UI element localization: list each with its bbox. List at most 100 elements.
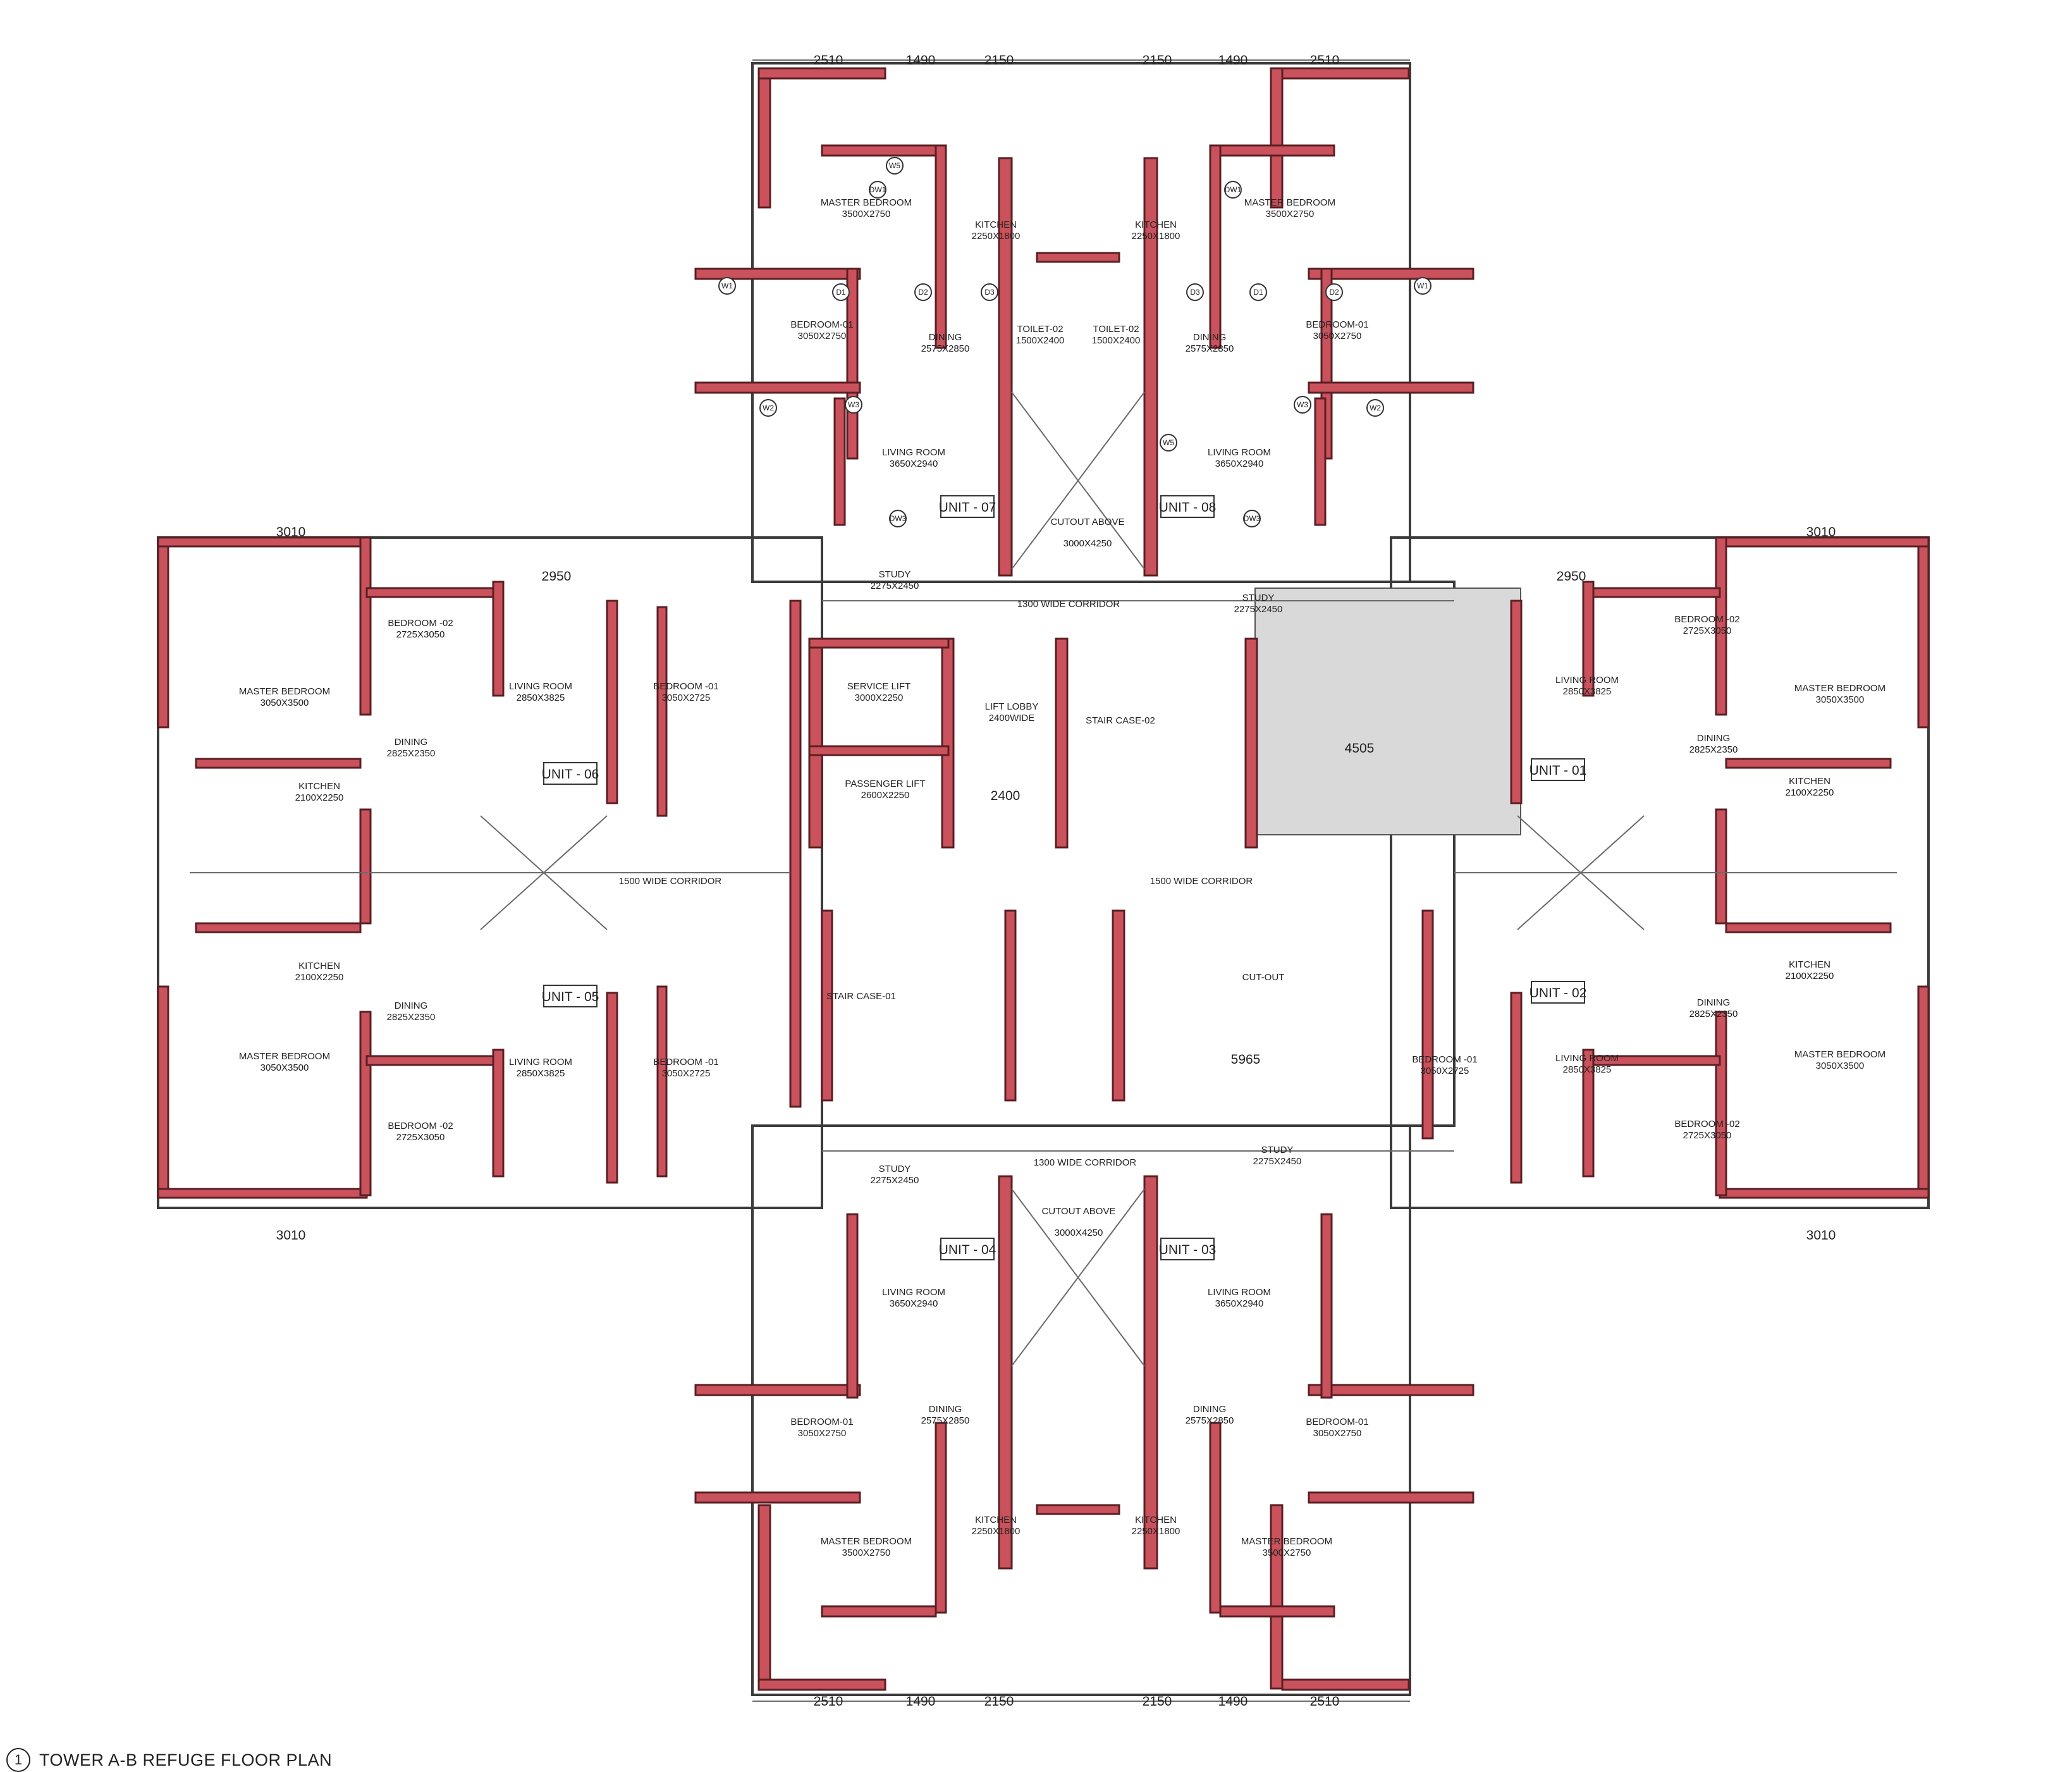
dim-east-bot: 3010 bbox=[1806, 1228, 1836, 1243]
dim-bot-3: 2150 bbox=[984, 1694, 1014, 1709]
room-u5-kitchen: KITCHEN bbox=[298, 961, 340, 971]
room-u1-living: LIVING ROOM bbox=[1555, 675, 1619, 686]
room-u3-master-size: 3500X2750 bbox=[1263, 1547, 1311, 1558]
door-tag-label: W3 bbox=[848, 400, 859, 409]
door-tag-circle bbox=[914, 283, 932, 301]
room-u7-study: STUDY bbox=[879, 569, 911, 580]
unit-tag-01: UNIT - 01 bbox=[1529, 763, 1587, 778]
room-u4-kitchen-size: 2250X1800 bbox=[972, 1526, 1021, 1537]
room-u7-kitchen-size: 2250X1800 bbox=[972, 231, 1021, 242]
dim-bot-6: 2510 bbox=[1310, 1694, 1340, 1709]
room-u6-kitchen: KITCHEN bbox=[298, 781, 340, 792]
room-u6-dining: DINING bbox=[395, 737, 428, 748]
door-tag-circle bbox=[845, 396, 862, 414]
room-u3-master: MASTER BEDROOM bbox=[1241, 1536, 1332, 1547]
door-tag-label: D2 bbox=[1329, 288, 1339, 297]
room-u8-bed1-size: 3050X2750 bbox=[1313, 331, 1362, 341]
door-tag-circle bbox=[1294, 396, 1311, 414]
room-u2-living: LIVING ROOM bbox=[1555, 1053, 1619, 1064]
door-tag-label: D1 bbox=[836, 288, 846, 297]
room-u7-living: LIVING ROOM bbox=[882, 447, 945, 458]
room-u2-bed2: BEDROOM -02 bbox=[1674, 1119, 1739, 1129]
room-u1-master-size: 3050X3500 bbox=[1816, 694, 1865, 705]
door-tag-label: DW3 bbox=[890, 514, 907, 523]
room-u5-bed1-size: 3050X2725 bbox=[662, 1068, 711, 1079]
caption-title: TOWER A-B REFUGE FLOOR PLAN bbox=[39, 1750, 333, 1769]
unit-tag-03: UNIT - 03 bbox=[1159, 1243, 1217, 1257]
room-u5-bed2: BEDROOM -02 bbox=[388, 1121, 453, 1131]
room-u2-bed1-size: 3050X2725 bbox=[1421, 1066, 1469, 1076]
walls bbox=[157, 67, 1930, 1691]
room-passenger-lift: PASSENGER LIFT bbox=[845, 778, 925, 789]
door-tag-label: D1 bbox=[1253, 288, 1263, 297]
room-u3-bed1-size: 3050X2750 bbox=[1313, 1428, 1362, 1439]
unit-tag-08-box bbox=[1160, 495, 1215, 518]
room-u4-study: STUDY bbox=[879, 1164, 911, 1174]
room-u7-living-size: 3650X2940 bbox=[890, 458, 938, 469]
door-tag-circle bbox=[1249, 283, 1267, 301]
dim-lobby: 2400 bbox=[991, 789, 1021, 803]
room-u3-living-size: 3650X2940 bbox=[1215, 1298, 1264, 1309]
refuge-area-hatch bbox=[1254, 588, 1521, 835]
room-u3-living: LIVING ROOM bbox=[1208, 1287, 1271, 1298]
room-toilet02-b-size: 1500X2400 bbox=[1092, 335, 1141, 346]
room-u6-bed1: BEDROOM -01 bbox=[653, 681, 718, 692]
room-u2-dining: DINING bbox=[1697, 997, 1731, 1008]
room-u3-dining-size: 2575X2850 bbox=[1186, 1415, 1234, 1426]
door-tag-label: DW1 bbox=[1225, 185, 1242, 194]
room-u8-bed1: BEDROOM-01 bbox=[1306, 319, 1368, 330]
room-u7-kitchen: KITCHEN bbox=[975, 219, 1017, 230]
door-tag-label: W1 bbox=[1417, 281, 1428, 290]
room-u2-kitchen-size: 2100X2250 bbox=[1786, 971, 1834, 981]
room-u8-kitchen-size: 2250X1800 bbox=[1132, 231, 1180, 242]
interior-lines bbox=[190, 391, 1897, 1367]
unit-tag-01-box bbox=[1531, 758, 1585, 781]
corridor-south: 1300 WIDE CORRIDOR bbox=[1034, 1157, 1137, 1168]
room-u1-dining-size: 2825X2350 bbox=[1689, 744, 1738, 755]
room-passenger-lift-size: 2600X2250 bbox=[861, 790, 910, 801]
room-u7-bed1: BEDROOM-01 bbox=[790, 319, 853, 330]
room-u1-master: MASTER BEDROOM bbox=[1794, 683, 1885, 694]
room-u8-study: STUDY bbox=[1242, 593, 1275, 603]
room-u2-bed1: BEDROOM -01 bbox=[1412, 1054, 1477, 1065]
door-tag-label: W5 bbox=[889, 161, 900, 170]
dim-top-4: 2150 bbox=[1143, 53, 1172, 68]
room-u4-study-size: 2275X2450 bbox=[871, 1175, 919, 1186]
door-tag-circle bbox=[1325, 283, 1343, 301]
room-u5-dining-size: 2825X2350 bbox=[387, 1012, 436, 1023]
room-u2-master-size: 3050X3500 bbox=[1816, 1061, 1865, 1071]
unit-tags: UNIT - 07 UNIT - 08 UNIT - 06 UNIT - 01 … bbox=[542, 495, 1587, 1260]
room-u1-kitchen: KITCHEN bbox=[1789, 776, 1830, 787]
unit-tag-04-box bbox=[940, 1238, 995, 1260]
room-u4-bed1: BEDROOM-01 bbox=[790, 1417, 853, 1427]
corridor-west: 1500 WIDE CORRIDOR bbox=[619, 876, 722, 887]
dim-west-bot: 3010 bbox=[276, 1228, 306, 1243]
dim-bot-5: 1490 bbox=[1218, 1694, 1248, 1709]
room-u1-bed2: BEDROOM -02 bbox=[1674, 614, 1739, 625]
room-u5-master: MASTER BEDROOM bbox=[239, 1051, 330, 1062]
building-outline bbox=[157, 62, 1930, 1696]
room-cutout-south-size: 3000X4250 bbox=[1055, 1227, 1103, 1238]
room-u3-dining: DINING bbox=[1193, 1404, 1227, 1415]
room-u5-bed1: BEDROOM -01 bbox=[653, 1057, 718, 1068]
room-u2-dining-size: 2825X2350 bbox=[1689, 1009, 1738, 1019]
room-cutout-north: CUTOUT ABOVE bbox=[1051, 517, 1125, 527]
room-u1-living-size: 2850X3825 bbox=[1563, 686, 1612, 697]
room-u8-master-size: 3500X2750 bbox=[1266, 209, 1315, 219]
dim-2950-east: 2950 bbox=[1557, 569, 1586, 584]
door-tag-label: DW1 bbox=[869, 185, 886, 194]
room-u3-kitchen-size: 2250X1800 bbox=[1132, 1526, 1180, 1537]
room-u5-living: LIVING ROOM bbox=[509, 1057, 572, 1068]
unit-tag-07-box bbox=[940, 495, 995, 518]
room-u2-master: MASTER BEDROOM bbox=[1794, 1049, 1885, 1060]
room-u6-bed2: BEDROOM -02 bbox=[388, 618, 453, 629]
room-u4-living-size: 3650X2940 bbox=[890, 1298, 938, 1309]
room-u5-living-size: 2850X3825 bbox=[517, 1068, 565, 1079]
dim-bot-1: 2510 bbox=[814, 1694, 843, 1709]
door-tag-circle bbox=[981, 283, 998, 301]
room-lift-lobby-size: 2400WIDE bbox=[989, 713, 1035, 723]
room-u2-bed2-size: 2725X3050 bbox=[1683, 1130, 1732, 1141]
room-toilet02-a: TOILET-02 bbox=[1017, 324, 1063, 335]
dimension-strings: 2510 1490 2150 2150 1490 2510 2510 1490 … bbox=[276, 53, 1836, 1709]
caption-number: 1 bbox=[6, 1748, 30, 1772]
